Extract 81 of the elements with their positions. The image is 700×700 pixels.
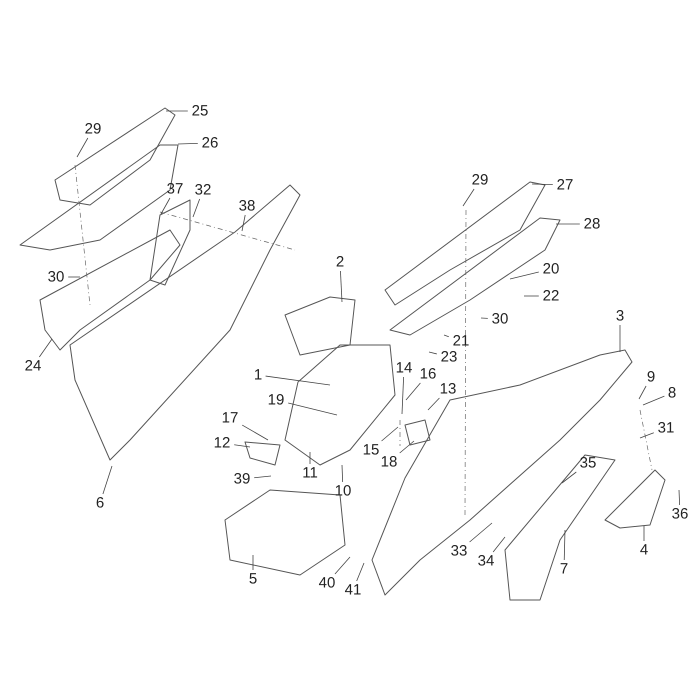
callout-number: 26 bbox=[202, 136, 218, 150]
leader-line bbox=[340, 270, 342, 302]
callout-number: 14 bbox=[396, 360, 412, 376]
callout-number: 29 bbox=[84, 122, 102, 136]
leader-line bbox=[166, 110, 188, 112]
leader-line bbox=[342, 464, 344, 482]
callout-number: 32 bbox=[194, 182, 212, 198]
leader-line bbox=[406, 382, 421, 400]
callout-number: 31 bbox=[658, 420, 674, 436]
callout-number: 20 bbox=[542, 262, 560, 276]
leader-line bbox=[38, 338, 52, 358]
leader-line bbox=[160, 198, 170, 214]
leader-line bbox=[399, 440, 414, 454]
callout-number: 25 bbox=[192, 104, 208, 118]
leader-line bbox=[638, 386, 646, 400]
callout-number: 13 bbox=[440, 382, 456, 396]
callout-number: 1 bbox=[254, 368, 262, 382]
callout-number: 19 bbox=[268, 392, 284, 408]
leader-line bbox=[68, 276, 80, 278]
leader-line bbox=[234, 444, 250, 448]
leader-line bbox=[178, 142, 198, 144]
leader-line bbox=[356, 562, 364, 582]
callout-number: 10 bbox=[334, 484, 352, 498]
leader-line bbox=[381, 426, 398, 442]
callout-number: 38 bbox=[238, 198, 256, 214]
callout-number: 3 bbox=[616, 308, 624, 324]
callout-number: 6 bbox=[96, 496, 104, 510]
leader-line bbox=[242, 214, 246, 232]
leader-line bbox=[510, 272, 540, 280]
callout-number: 24 bbox=[24, 358, 42, 374]
leader-line bbox=[480, 318, 488, 319]
leader-line bbox=[334, 556, 350, 574]
callout-number: 5 bbox=[248, 572, 258, 586]
leader-line bbox=[428, 398, 440, 410]
callout-number: 15 bbox=[362, 442, 380, 458]
callout-number: 35 bbox=[580, 456, 596, 470]
callout-number: 18 bbox=[380, 454, 398, 470]
callout-number: 28 bbox=[584, 216, 600, 232]
callout-number: 37 bbox=[166, 182, 184, 196]
callout-number: 16 bbox=[420, 366, 436, 382]
callout-number: 4 bbox=[640, 542, 648, 558]
callout-number: 30 bbox=[492, 312, 508, 326]
leader-line bbox=[492, 536, 506, 552]
leader-line bbox=[254, 476, 272, 478]
callout-number: 2 bbox=[336, 254, 344, 270]
leader-line bbox=[288, 402, 338, 416]
callout-number: 27 bbox=[556, 178, 574, 192]
callout-number: 36 bbox=[672, 506, 688, 522]
leader-line bbox=[265, 376, 330, 386]
leader-line bbox=[76, 138, 88, 158]
leader-line bbox=[428, 352, 438, 354]
callout-number: 8 bbox=[668, 386, 676, 400]
callout-number: 39 bbox=[234, 472, 250, 486]
callout-number: 12 bbox=[214, 436, 230, 450]
callout-number: 9 bbox=[646, 370, 656, 384]
callout-number: 23 bbox=[440, 350, 458, 364]
leader-line bbox=[402, 376, 404, 414]
leader-line bbox=[102, 466, 112, 494]
callout-number: 29 bbox=[472, 172, 488, 188]
leader-line bbox=[469, 522, 492, 542]
leader-line bbox=[192, 198, 200, 218]
callout-number: 30 bbox=[48, 270, 64, 284]
callout-number: 7 bbox=[560, 562, 568, 576]
callout-number: 22 bbox=[542, 288, 560, 304]
leader-line bbox=[562, 472, 577, 484]
callout-number: 34 bbox=[478, 554, 494, 568]
callout-number: 21 bbox=[452, 334, 470, 348]
leader-line bbox=[242, 424, 268, 440]
leader-line bbox=[252, 554, 254, 570]
callout-number: 41 bbox=[344, 582, 362, 598]
leader-line bbox=[564, 530, 566, 560]
leader-line bbox=[640, 432, 654, 438]
leader-line bbox=[678, 490, 680, 506]
leader-line bbox=[532, 184, 554, 186]
leader-line bbox=[444, 334, 450, 338]
callout-number: 40 bbox=[318, 576, 336, 590]
leader-line bbox=[462, 188, 475, 206]
callout-number: 33 bbox=[450, 544, 468, 558]
callout-number: 11 bbox=[302, 466, 318, 480]
leader-line bbox=[642, 396, 665, 406]
callout-number: 17 bbox=[222, 410, 238, 426]
